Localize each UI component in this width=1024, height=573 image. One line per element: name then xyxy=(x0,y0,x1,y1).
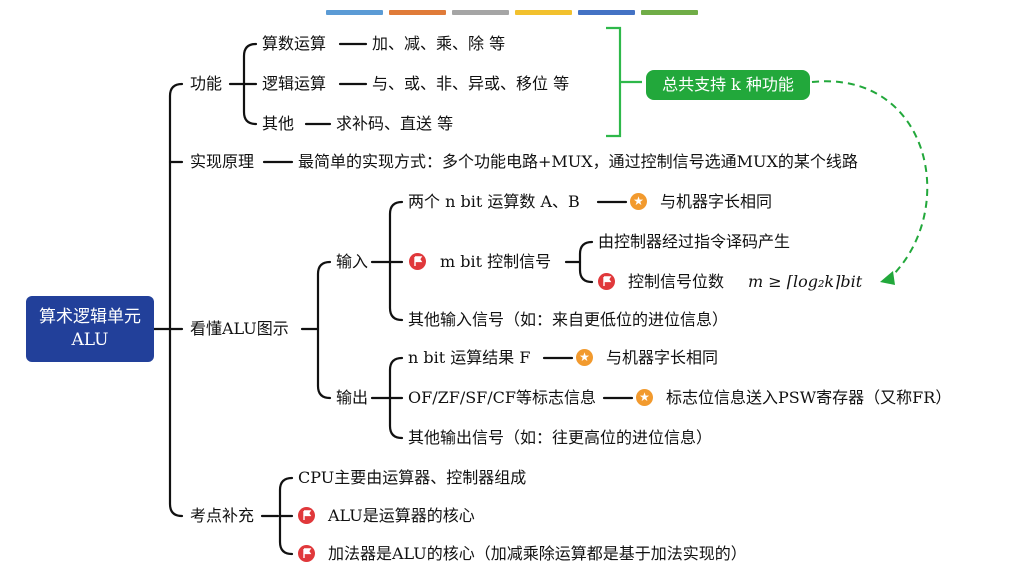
root-node: 算术逻辑单元 ALU xyxy=(26,296,154,362)
supplement-item: ALU是运算器的核心 xyxy=(328,506,475,525)
other-input-node: 其他输入信号（如：来自更低位的进位信息） xyxy=(408,310,729,329)
control-bits-label: 控制信号位数 xyxy=(628,272,725,291)
star-icon: ★ xyxy=(630,193,647,210)
input-node: 输入 xyxy=(336,252,369,271)
principle-node: 实现原理 xyxy=(190,152,255,171)
color-bar xyxy=(452,10,509,15)
result-note: 与机器字长相同 xyxy=(606,348,719,367)
color-bar xyxy=(641,10,698,15)
supplement-node: 考点补充 xyxy=(190,506,255,525)
control-signal-node: m bit 控制信号 xyxy=(440,252,552,271)
principle-text: 最简单的实现方式：多个功能电路+MUX，通过控制信号选通MUX的某个线路 xyxy=(298,152,858,171)
other-func-items: 求补码、直送 等 xyxy=(336,114,454,133)
flags-note: 标志位信息送入PSW寄存器（又称FR） xyxy=(666,388,952,407)
diagram-node: 看懂ALU图示 xyxy=(190,319,289,338)
control-bits-formula: m ≥ ⌈log₂k⌉bit xyxy=(748,272,863,291)
arith-items: 加、减、乘、除 等 xyxy=(372,34,506,53)
color-bar xyxy=(578,10,635,15)
flag-icon xyxy=(298,507,315,524)
control-source: 由控制器经过指令译码产生 xyxy=(598,232,791,251)
other-func-node: 其他 xyxy=(262,114,295,133)
star-icon: ★ xyxy=(636,389,653,406)
flag-icon xyxy=(409,253,426,270)
flags-node: OF/ZF/SF/CF等标志信息 xyxy=(408,388,597,407)
other-output-node: 其他输出信号（如：往更高位的进位信息） xyxy=(408,428,713,447)
supplement-item: 加法器是ALU的核心（加减乘除运算都是基于加法实现的） xyxy=(328,544,747,563)
flag-icon xyxy=(598,273,615,290)
logic-items: 与、或、非、异或、移位 等 xyxy=(372,74,570,93)
flag-icon xyxy=(298,545,315,562)
output-node: 输出 xyxy=(336,388,369,407)
root-title: 算术逻辑单元 xyxy=(39,307,141,327)
color-bar xyxy=(326,10,383,15)
root-subtitle: ALU xyxy=(71,330,109,350)
result-node: n bit 运算结果 F xyxy=(408,348,531,367)
star-icon: ★ xyxy=(576,349,593,366)
color-bar xyxy=(389,10,446,15)
operands-node: 两个 n bit 运算数 A、B xyxy=(408,192,580,211)
color-bar xyxy=(515,10,572,15)
logic-node: 逻辑运算 xyxy=(262,74,327,93)
function-count-callout: 总共支持 k 种功能 xyxy=(646,70,810,100)
arith-node: 算数运算 xyxy=(262,34,327,53)
operands-note: 与机器字长相同 xyxy=(660,192,773,211)
function-node: 功能 xyxy=(190,74,223,93)
supplement-item: CPU主要由运算器、控制器组成 xyxy=(298,468,527,487)
